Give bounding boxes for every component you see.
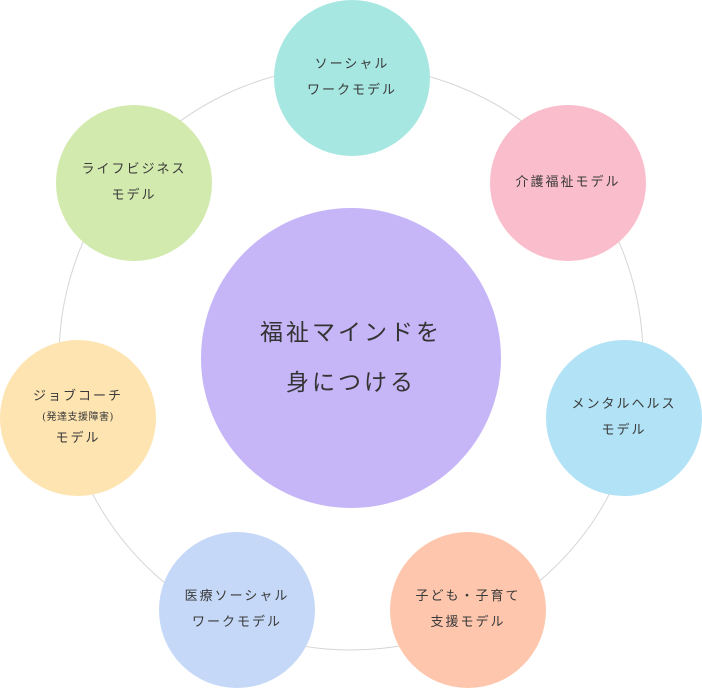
- node-life-business-model: ライフビジネス モデル: [56, 105, 212, 261]
- node-care-welfare-model: 介護福祉モデル: [490, 105, 646, 261]
- node-social-line-1: ソーシャル: [314, 57, 390, 72]
- node-job-line-2: (発達支援障害): [42, 412, 114, 423]
- node-job-line-1: ジョブコーチ: [32, 389, 123, 404]
- node-care-line-1: 介護福祉モデル: [515, 175, 621, 190]
- center-line-2: 身につける: [286, 370, 416, 396]
- node-child-line-1: 子ども・子育て: [415, 589, 521, 604]
- node-mental-health-model: メンタルヘルス モデル: [546, 340, 702, 496]
- center-circle: 福祉マインドを 身につける: [201, 208, 501, 508]
- node-medical-social-work-model: 医療ソーシャル ワークモデル: [159, 532, 315, 688]
- node-child-line-2: 支援モデル: [430, 615, 506, 630]
- node-mental-line-1: メンタルヘルス: [571, 397, 677, 412]
- node-job-line-3: モデル: [55, 431, 101, 446]
- node-medical-line-1: 医療ソーシャル: [184, 589, 290, 604]
- node-life-line-2: モデル: [111, 188, 157, 203]
- center-line-1: 福祉マインドを: [260, 320, 442, 346]
- node-social-work-model: ソーシャル ワークモデル: [274, 0, 430, 156]
- node-social-line-2: ワークモデル: [306, 83, 397, 98]
- node-job-coach-model: ジョブコーチ (発達支援障害) モデル: [0, 340, 156, 496]
- node-medical-line-2: ワークモデル: [191, 615, 282, 630]
- node-child-support-model: 子ども・子育て 支援モデル: [390, 532, 546, 688]
- node-life-line-1: ライフビジネス: [81, 162, 187, 177]
- node-mental-line-2: モデル: [601, 423, 647, 438]
